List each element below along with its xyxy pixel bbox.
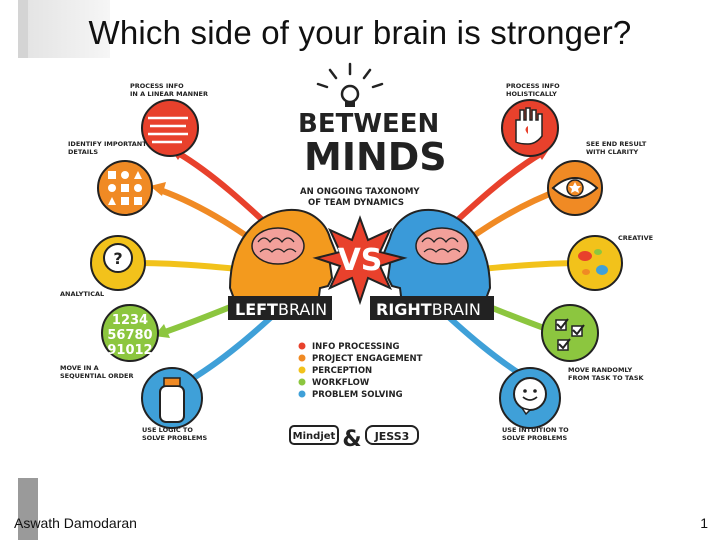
right-trait-3-line1: CREATIVE bbox=[618, 234, 653, 242]
left-trait-1-line1: PROCESS INFO bbox=[130, 82, 184, 90]
right-trait-4-line2: FROM TASK TO TASK bbox=[568, 374, 645, 382]
svg-text:RIGHTBRAIN: RIGHTBRAIN bbox=[376, 300, 481, 319]
ampersand: & bbox=[342, 427, 361, 452]
number-grid-icon: 1234 56780 91012 bbox=[101, 304, 159, 362]
shapes-grid-icon bbox=[97, 160, 153, 216]
right-trait-1-line2: HOLISTICALLY bbox=[506, 90, 557, 98]
between-minds-infographic: BETWEEN MINDS AN ONGOING TAXONOMY OF TEA… bbox=[60, 62, 653, 452]
eye-star-icon bbox=[547, 160, 603, 216]
right-label-bold: RIGHT bbox=[376, 300, 432, 319]
svg-text:?: ? bbox=[113, 249, 122, 268]
legend-item-3: PERCEPTION bbox=[312, 366, 372, 376]
right-trait-2-line1: SEE END RESULT bbox=[586, 140, 647, 148]
right-trait-4-line1: MOVE RANDOMLY bbox=[568, 366, 633, 374]
legend-item-5: PROBLEM SOLVING bbox=[312, 390, 403, 400]
left-label-bold: LEFT bbox=[235, 300, 278, 319]
footer-author: Aswath Damodaran bbox=[14, 515, 137, 531]
smiley-bubble-icon bbox=[499, 367, 561, 429]
baby-bottle-icon bbox=[141, 367, 203, 429]
left-brain-head bbox=[228, 208, 340, 305]
infographic-subheading-2: OF TEAM DYNAMICS bbox=[308, 198, 404, 208]
left-trait-2-line1: IDENTIFY IMPORTANT bbox=[68, 140, 147, 148]
linear-lines-icon bbox=[141, 99, 199, 157]
legend-item-2: PROJECT ENGAGEMENT bbox=[312, 354, 423, 364]
left-trait-3-line1: ANALYTICAL bbox=[60, 290, 104, 298]
paint-splatter-icon bbox=[567, 235, 623, 291]
left-brain-label: LEFTBRAIN bbox=[228, 296, 332, 320]
slide-title: Which side of your brain is stronger? bbox=[88, 14, 632, 51]
sponsor-logos: Mindjet & JESS3 bbox=[289, 425, 419, 452]
corner-decoration-top bbox=[18, 0, 110, 58]
number-row-2: 56780 bbox=[107, 328, 152, 343]
number-row-1: 1234 bbox=[112, 313, 148, 328]
vs-label: VS bbox=[338, 243, 383, 278]
left-trait-4-line2: SEQUENTIAL ORDER bbox=[60, 372, 133, 380]
right-trait-5-line2: SOLVE PROBLEMS bbox=[502, 434, 567, 442]
legend: INFO PROCESSING PROJECT ENGAGEMENT PERCE… bbox=[298, 342, 423, 400]
left-trait-4-line1: MOVE IN A bbox=[60, 364, 99, 372]
right-trait-1-line1: PROCESS INFO bbox=[506, 82, 560, 90]
right-label-light: BRAIN bbox=[432, 300, 481, 319]
right-brain-head bbox=[380, 208, 492, 305]
left-trait-5-line1: USE LOGIC TO bbox=[142, 426, 193, 434]
right-brain-icon bbox=[415, 227, 469, 265]
left-label-light: BRAIN bbox=[278, 300, 327, 319]
jess3-logo: JESS3 bbox=[374, 430, 410, 443]
vs-badge: VS bbox=[312, 215, 408, 306]
left-trait-5-line2: SOLVE PROBLEMS bbox=[142, 434, 207, 442]
mindjet-logo: Mindjet bbox=[293, 431, 336, 442]
lightbulb-icon bbox=[316, 62, 384, 107]
right-trait-2-line2: WITH CLARITY bbox=[586, 148, 639, 156]
number-row-3: 91012 bbox=[107, 343, 152, 358]
corner-decoration-bottom bbox=[18, 478, 38, 540]
left-trait-2-line2: DETAILS bbox=[68, 148, 98, 156]
right-brain-label: RIGHTBRAIN bbox=[370, 296, 494, 320]
legend-item-1: INFO PROCESSING bbox=[312, 342, 399, 352]
legend-item-4: WORKFLOW bbox=[312, 378, 370, 388]
left-brain-icon bbox=[251, 227, 305, 265]
infographic-subheading-1: AN ONGOING TAXONOMY bbox=[300, 187, 420, 197]
checkbox-icon bbox=[541, 304, 599, 362]
hand-heart-icon bbox=[501, 99, 559, 157]
svg-text:LEFTBRAIN: LEFTBRAIN bbox=[235, 300, 327, 319]
question-mark-icon: ? bbox=[90, 235, 146, 291]
infographic-heading-1: BETWEEN bbox=[298, 109, 439, 139]
infographic-heading-2: MINDS bbox=[304, 135, 447, 179]
right-trait-5-line1: USE INTUITION TO bbox=[502, 426, 569, 434]
left-trait-1-line2: IN A LINEAR MANNER bbox=[130, 90, 208, 98]
page-number: 1 bbox=[700, 515, 708, 531]
